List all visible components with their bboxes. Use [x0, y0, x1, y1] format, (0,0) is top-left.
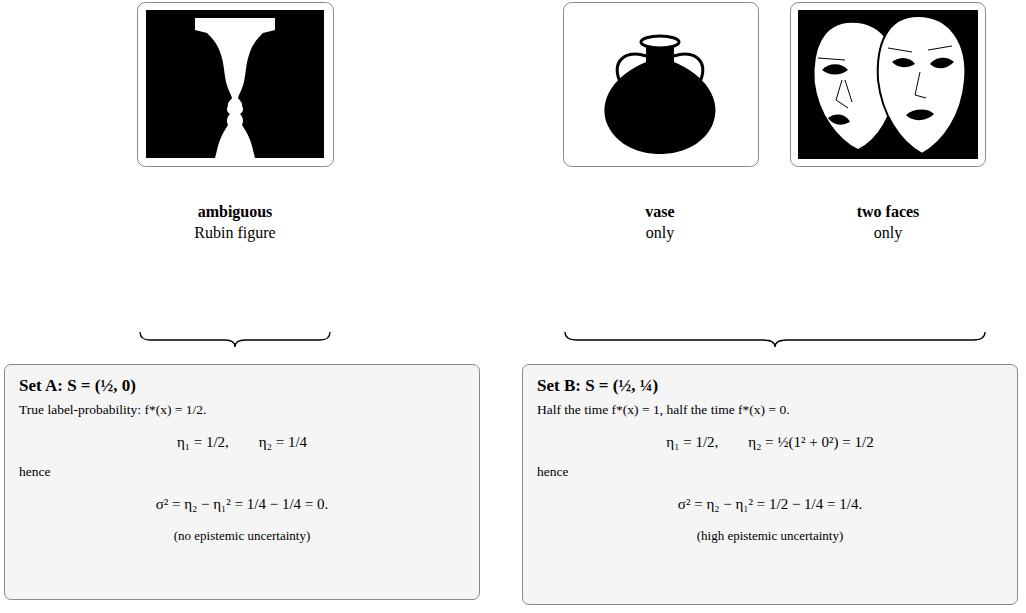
box-text: η₁ = 1/2, η₂ = ½(1² + 0²) = 1/2 — [537, 433, 1003, 452]
box-text: True label-probability: f*(x) = 1/2. — [19, 402, 465, 419]
mask-eye — [892, 58, 915, 67]
image-frame — [564, 3, 759, 167]
mask-feature — [818, 58, 852, 108]
rubin-vase — [195, 18, 275, 158]
set-box: Set A: S = (½, 0) True label-probability:… — [4, 364, 480, 600]
faces-ground — [798, 10, 978, 159]
box-text: σ² = η₂ − η₁² = 1/4 − 1/4 = 0. — [19, 495, 465, 514]
box-heading: Set A: S = (½, 0) — [19, 375, 465, 396]
mask-mouth — [906, 110, 934, 121]
mask-feature — [888, 46, 952, 98]
box-text: η₁ = 1/2, η₂ = 1/4 — [19, 433, 465, 452]
box-text: (no epistemic uncertainty) — [19, 528, 465, 544]
vase-body — [604, 44, 715, 154]
set-box: Set B: S = (½, ¼) Half the time f*(x) = 1… — [522, 364, 1018, 605]
mask-eye — [822, 64, 848, 74]
box-text: Half the time f*(x) = 1, half the time f… — [537, 402, 1003, 419]
image-frame — [791, 3, 986, 167]
image-caption: Rubin figure — [194, 224, 275, 242]
rubin-ground — [146, 10, 324, 158]
image-caption: ambiguous — [198, 203, 273, 221]
box-text: hence — [19, 464, 465, 481]
box-text: σ² = η₂ − η₁² = 1/2 − 1/4 = 1/4. — [537, 495, 1003, 514]
box-heading: Set B: S = (½, ¼) — [537, 375, 1003, 396]
mask-mouth — [828, 115, 850, 125]
box-text: (high epistemic uncertainty) — [537, 528, 1003, 544]
mask-eye — [930, 58, 954, 69]
image-caption: only — [874, 224, 902, 242]
brace — [140, 332, 330, 347]
brace — [565, 332, 985, 347]
box-text: hence — [537, 464, 1003, 481]
image-frame — [138, 3, 334, 167]
image-caption: vase — [645, 203, 674, 221]
image-caption: only — [646, 224, 674, 242]
mask-right — [878, 16, 966, 154]
vase-rim — [641, 36, 679, 48]
image-caption: two faces — [857, 203, 920, 221]
